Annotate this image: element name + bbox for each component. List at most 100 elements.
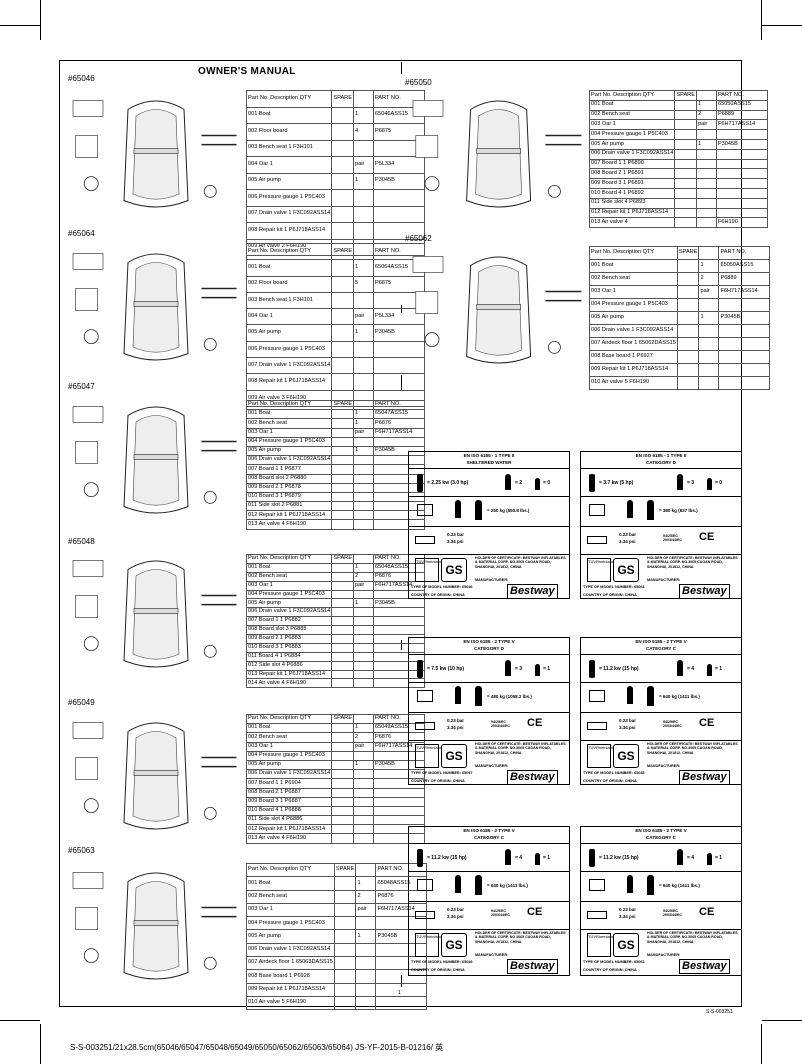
ce-mark: CE [527,906,543,918]
table-cell [715,129,768,140]
luggage-icon [417,690,433,702]
table-cell: 004 Oar 1 [245,308,333,326]
table-row: 006 Drain valve 1 F3C092ASS14 [246,942,428,958]
table-row: 013 Repair kit 1 P6J718ASS14 [245,669,425,680]
table-cell [352,373,374,391]
table-cell [331,172,354,190]
table-row: 009 Board 2 1 P6878 [245,482,425,493]
person-icon [455,686,461,704]
boat-diagram [412,100,582,208]
table-row: 010 Board 3 1 P6883 [245,642,425,653]
table-cell [352,660,374,671]
bench-seat [133,608,179,614]
crop-mark [761,1024,762,1064]
tuv-mark: TÜVRheinland [415,744,442,768]
table-cell: 007 Drain valve 1 F3C092ASS14 [245,357,333,375]
certificate-holder: HOLDER OF CERTIFICATE: BESTWAY INFLATABL… [475,742,566,755]
tuv-mark: TÜVRheinland [415,933,442,957]
table-cell: pair [695,119,717,131]
table-cell: 5 [352,275,374,293]
child-icon [707,664,712,676]
table-cell: 010 Board 3 1 P6879 [245,491,333,503]
certificate-holder: HOLDER OF CERTIFICATE: BESTWAY INFLATABL… [647,556,738,569]
model-number: #65064 [68,229,95,238]
table-cell: 007 Board 1 1 P6882 [245,616,333,627]
table-cell [352,589,374,600]
boat-diagram [72,100,237,208]
table-header-cell: SPARE [676,246,700,260]
table-cell [331,833,354,844]
pressure-arrow-icon [587,536,607,544]
table-cell: P3045B [372,598,425,609]
child-icon [535,478,540,490]
table-header-cell [352,90,374,108]
brand-logo: Bestway [679,770,730,785]
table-header-cell [352,399,374,411]
table-cell [331,598,354,609]
table-cell [331,723,354,734]
table-cell [372,678,425,689]
table-cell [375,995,428,1011]
table-row: 011 Side slot 4 P6886 [245,815,425,826]
table-cell [352,805,374,817]
table-cell: pair [698,285,720,299]
table-header-cell [352,242,374,261]
tuv-mark: TÜVRheinland [587,933,614,957]
child-persons: = 1 [715,666,723,672]
model-number-label: TYPE OF MODEL NUMBER: 65046 [411,585,473,589]
table-cell [695,158,717,170]
table-cell [352,634,374,644]
engine-power: = 7.5 kw (10 hp) [427,666,465,672]
table-cell [331,275,354,293]
table-cell: 004 Pressure gauge 1 P5C403 [245,589,333,600]
table-header-cell: SPARE [331,713,354,725]
table-cell: pair [352,308,374,326]
table-cell: F6H717ASS14 [715,119,768,131]
table-cell: 002 Bench seat [245,418,333,429]
gs-mark: GS [441,558,467,582]
table-header-cell: Part No. Description QTY [245,242,333,261]
directives: 94/25/EC 2003/44/EC [663,909,682,917]
table-cell [331,427,354,438]
ce-mark: CE [699,531,715,543]
table-cell [695,217,717,229]
category: CATEGORY C [645,835,677,840]
model-number-label: TYPE OF MODEL NUMBER: 65049 [411,960,473,964]
table-cell: 005 Air pump [245,598,333,609]
repair-kit [72,560,104,577]
table-cell [352,815,374,826]
floor-board [75,595,98,618]
table-cell [352,750,374,761]
table-cell: 009 Board 3 1 P6887 [245,796,333,807]
table-row: 004 Pressure gauge 1 P5C403 [589,298,771,312]
table-row: 008 Board 2 1 P6887 [245,787,425,798]
boat-floor [132,109,180,200]
table-row: 008 Base board 1 P6927 [589,350,771,364]
manufacturer-label: MANUFACTURER: [647,578,681,582]
table-cell: 001 Boat [245,409,333,420]
country-of-origin: COUNTRY OF ORIGIN: CHINA [583,593,637,597]
person-icon [677,849,683,865]
person-icon [505,849,511,865]
table-cell: 010 Air valve 5 F6H190 [246,995,335,1011]
pressure-gauge [203,807,217,820]
table-cell: 2 [355,889,377,904]
person-icon [627,875,633,893]
table-cell [674,129,697,140]
engine-icon [589,849,595,867]
table-header-cell: SPARE [331,399,354,411]
adult-persons: = 4 [687,855,695,861]
boat-diagram [412,256,582,364]
table-header-cell: PART NO. [372,713,425,725]
table-cell [352,651,374,662]
